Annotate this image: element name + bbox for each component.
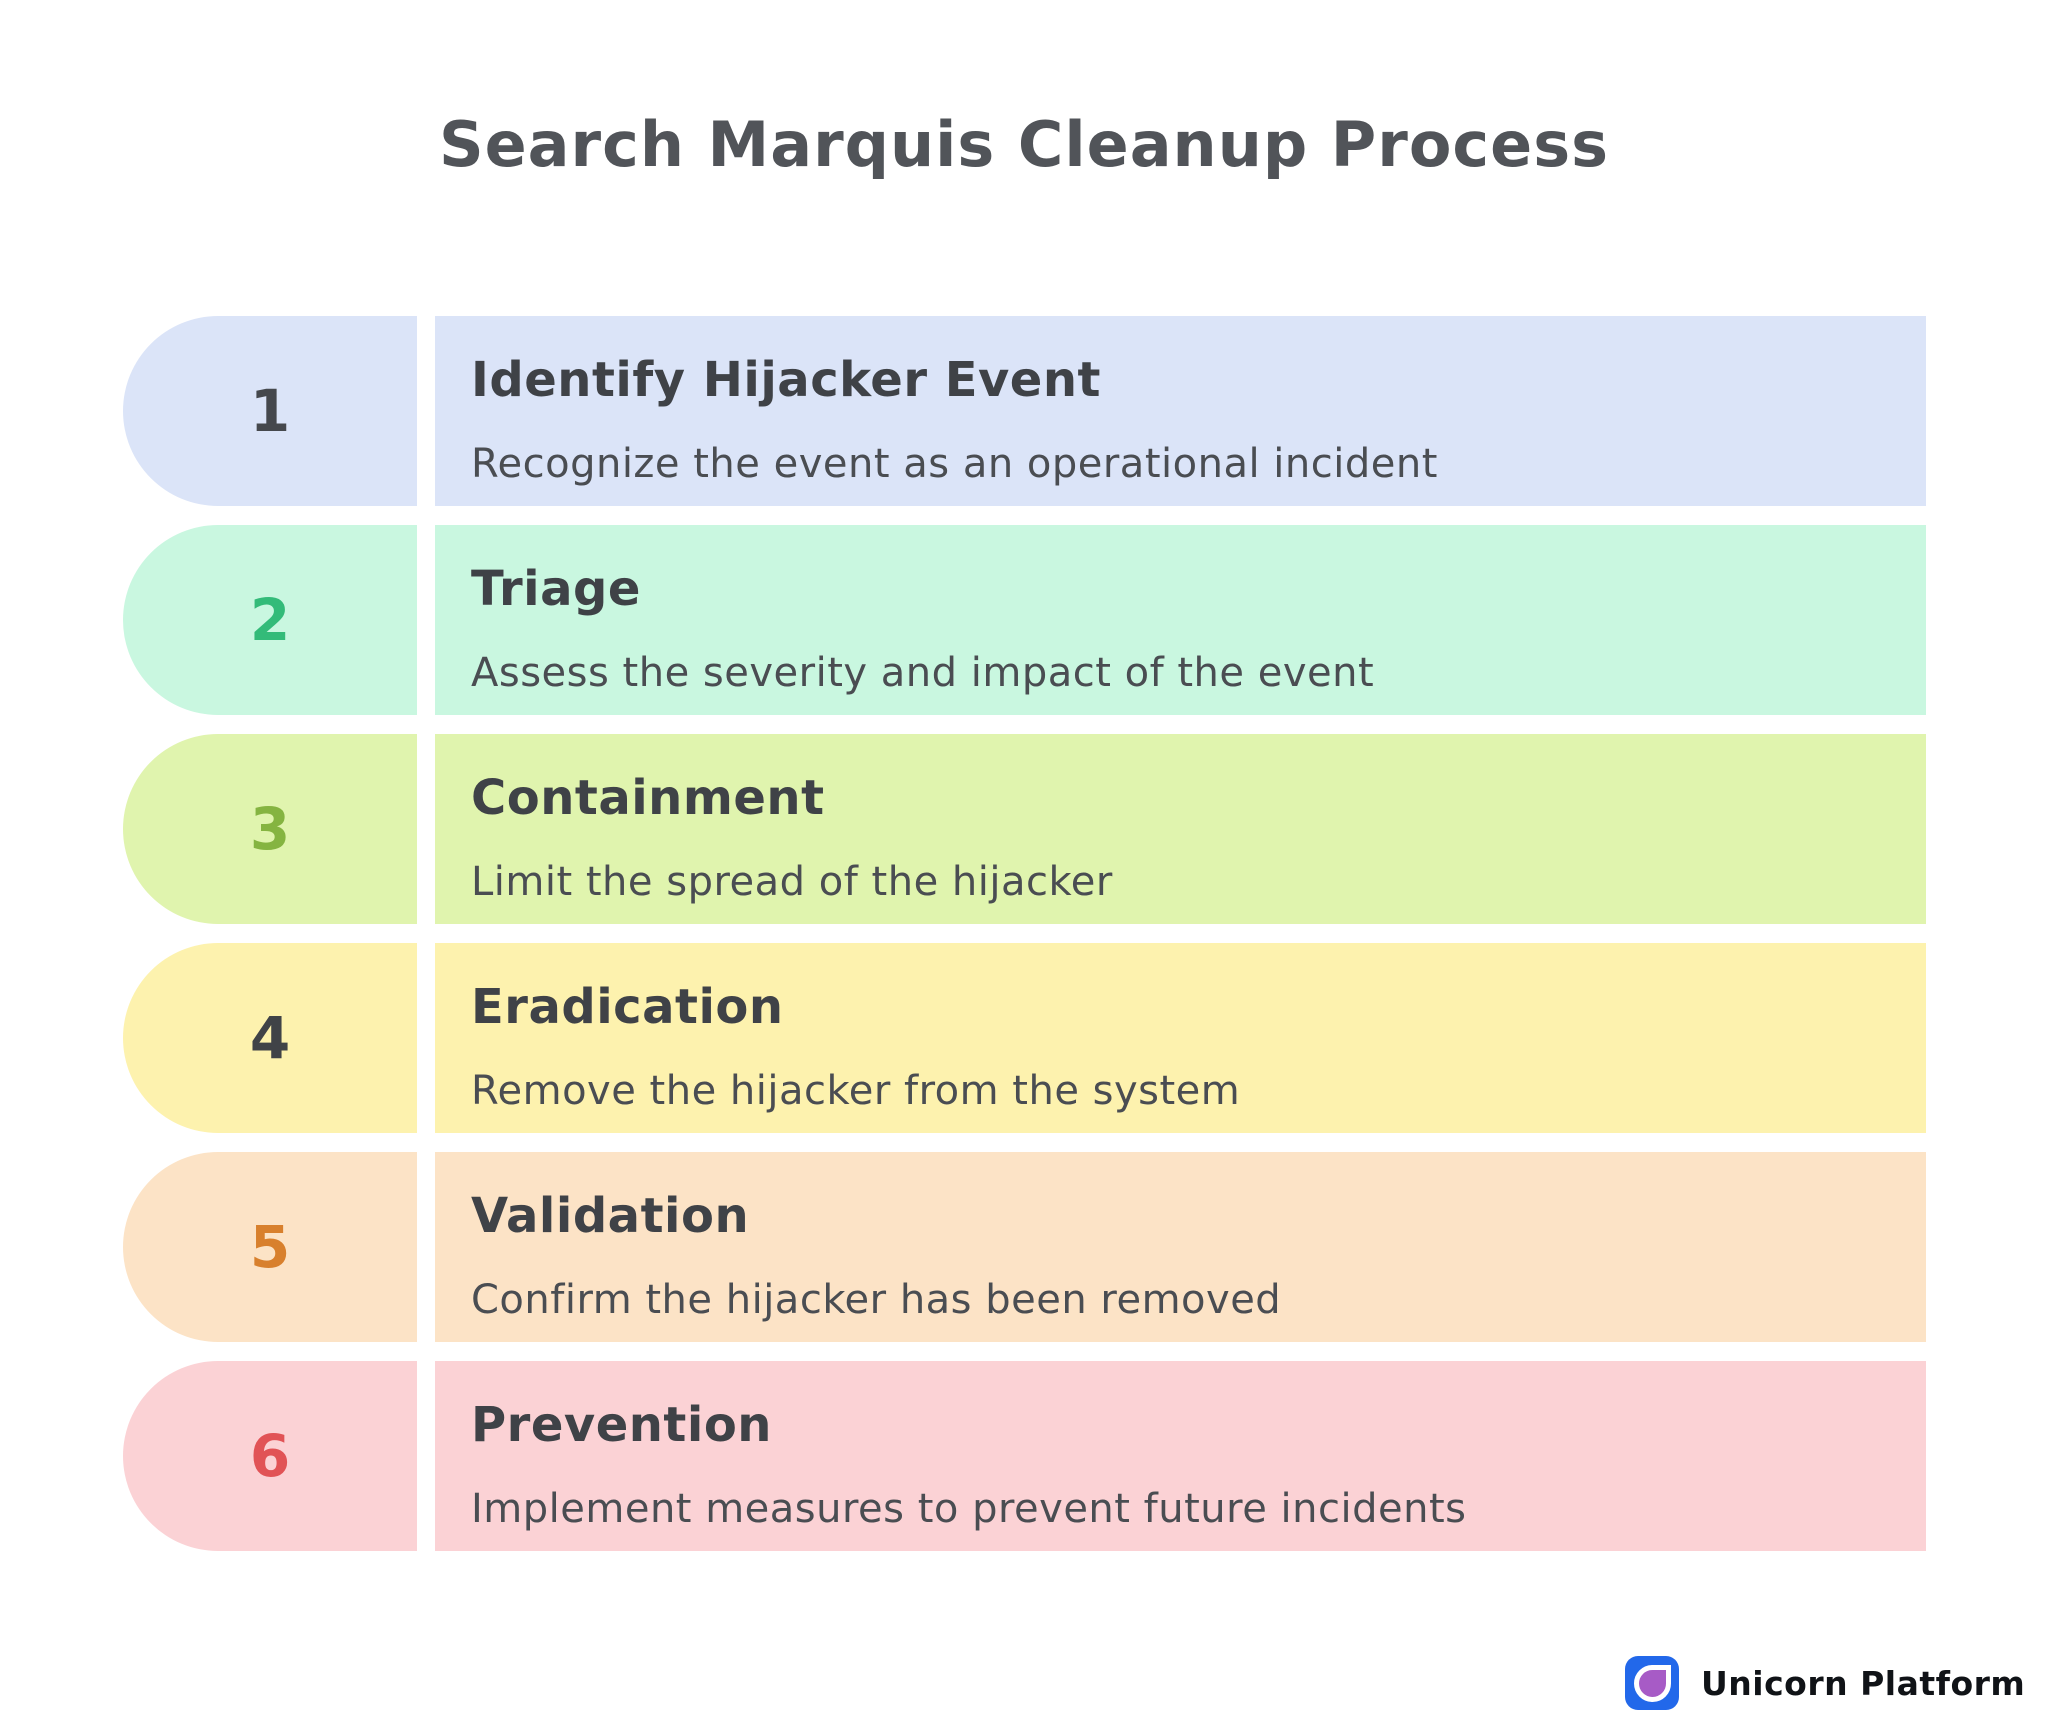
teardrop-icon — [1633, 1664, 1671, 1702]
step-title: Prevention — [471, 1397, 772, 1453]
step-number: 4 — [249, 1004, 291, 1072]
step-panel: Containment Limit the spread of the hija… — [435, 734, 1926, 924]
step-row: 5 Validation Confirm the hijacker has be… — [123, 1152, 1926, 1342]
step-number-pill: 6 — [123, 1361, 417, 1551]
step-panel: Identify Hijacker Event Recognize the ev… — [435, 316, 1926, 506]
step-number-pill: 4 — [123, 943, 417, 1133]
step-number-pill: 1 — [123, 316, 417, 506]
brand-name: Unicorn Platform — [1701, 1663, 2026, 1703]
step-description: Assess the severity and impact of the ev… — [471, 650, 1375, 696]
step-panel: Triage Assess the severity and impact of… — [435, 525, 1926, 715]
step-number-pill: 5 — [123, 1152, 417, 1342]
step-number: 5 — [249, 1213, 291, 1281]
step-number-pill: 3 — [123, 734, 417, 924]
page-title: Search Marquis Cleanup Process — [438, 108, 1610, 181]
step-row: 6 Prevention Implement measures to preve… — [123, 1361, 1926, 1551]
step-description: Limit the spread of the hijacker — [471, 859, 1113, 905]
step-title: Identify Hijacker Event — [471, 352, 1101, 408]
step-row: 4 Eradication Remove the hijacker from t… — [123, 943, 1926, 1133]
step-description: Confirm the hijacker has been removed — [471, 1277, 1282, 1323]
step-panel: Validation Confirm the hijacker has been… — [435, 1152, 1926, 1342]
step-row: 1 Identify Hijacker Event Recognize the … — [123, 316, 1926, 506]
step-number-pill: 2 — [123, 525, 417, 715]
step-row: 2 Triage Assess the severity and impact … — [123, 525, 1926, 715]
step-title: Validation — [471, 1188, 750, 1244]
step-title: Triage — [471, 561, 641, 617]
step-description: Remove the hijacker from the system — [471, 1068, 1241, 1114]
step-number: 3 — [249, 795, 291, 863]
step-panel: Eradication Remove the hijacker from the… — [435, 943, 1926, 1133]
step-title: Eradication — [471, 979, 784, 1035]
step-description: Implement measures to prevent future inc… — [471, 1486, 1467, 1532]
unicorn-platform-brand-link[interactable]: Unicorn Platform — [1625, 1656, 2025, 1710]
step-row: 3 Containment Limit the spread of the hi… — [123, 734, 1926, 924]
step-panel: Prevention Implement measures to prevent… — [435, 1361, 1926, 1551]
step-number: 2 — [249, 586, 291, 654]
unicorn-platform-logo-icon — [1625, 1656, 1679, 1710]
step-number: 6 — [249, 1422, 291, 1490]
step-description: Recognize the event as an operational in… — [471, 441, 1438, 487]
step-title: Containment — [471, 770, 825, 826]
step-number: 1 — [249, 377, 291, 445]
steps-list: 1 Identify Hijacker Event Recognize the … — [123, 316, 1926, 1551]
